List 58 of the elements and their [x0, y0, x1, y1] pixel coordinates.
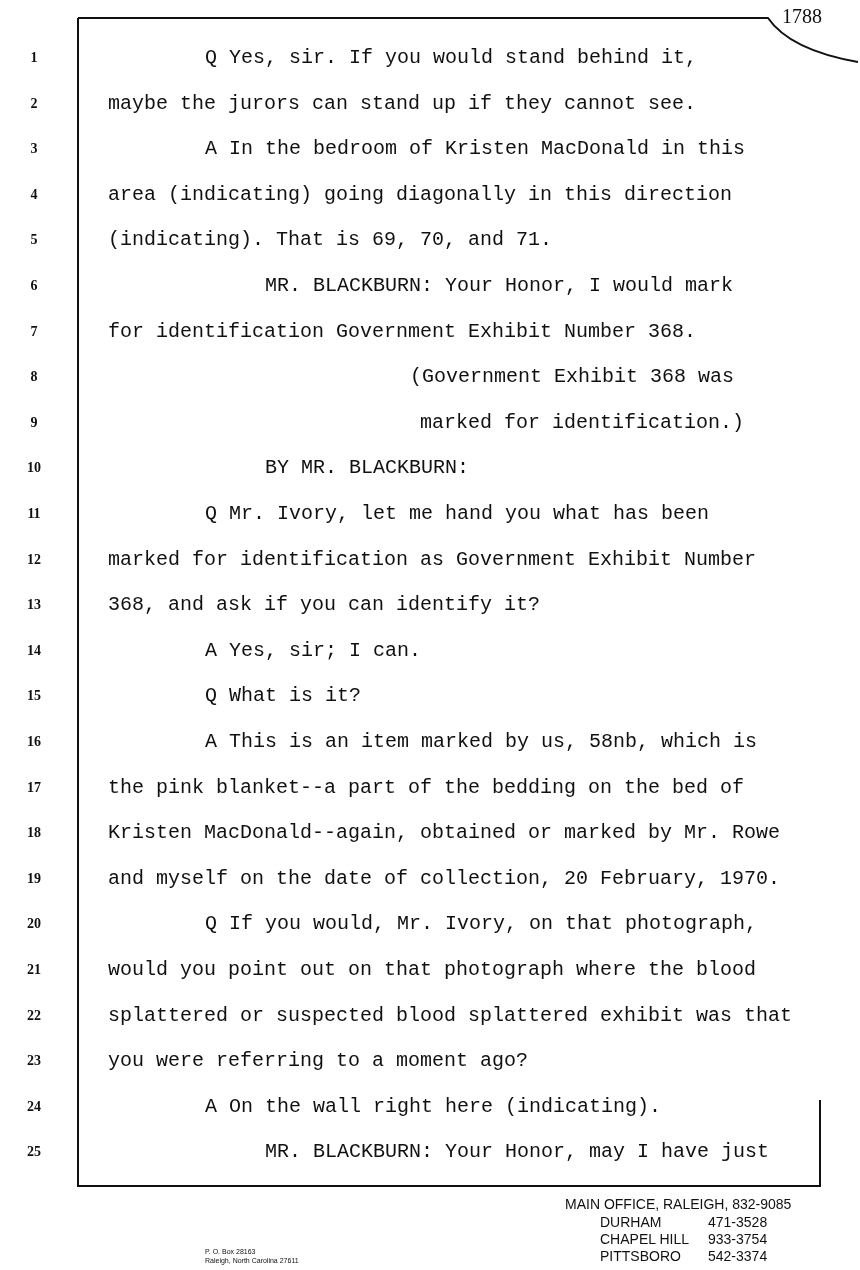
- transcript-line: 368, and ask if you can identify it?: [108, 593, 541, 618]
- transcript-line: MR. BLACKBURN: Your Honor, may I have just: [265, 1140, 770, 1165]
- line-number: 6: [29, 277, 39, 295]
- line-number: 9: [29, 413, 39, 432]
- line-number: 3: [29, 140, 39, 159]
- line-number: 16: [26, 733, 42, 751]
- transcript-line: Q What is it?: [205, 684, 362, 709]
- office-name: CHAPEL HILL: [600, 1231, 689, 1247]
- line-number: 18: [26, 824, 42, 843]
- line-number: 14: [26, 641, 42, 660]
- transcript-line: Q Mr. Ivory, let me hand you what has been: [205, 502, 710, 526]
- transcript-line: you were referring to a moment ago?: [108, 1049, 529, 1074]
- office-name: DURHAM: [600, 1214, 662, 1230]
- line-number: 19: [26, 869, 42, 888]
- transcript-line: Q Yes, sir. If you would stand behind it,: [205, 46, 698, 70]
- line-number: 23: [26, 1052, 42, 1071]
- line-number: 24: [26, 1097, 42, 1116]
- transcript-line: would you point out on that photograph where the blood: [108, 958, 757, 982]
- transcript-line: for identification Government Exhibit Number 368.: [108, 319, 697, 344]
- transcript-line: (indicating). That is 69, 70, and 71.: [108, 228, 553, 253]
- transcript-line: A In the bedroom of Kristen MacDonald in this: [205, 137, 746, 162]
- transcript-line: Kristen MacDonald--again, obtained or marked by Mr. Rowe: [108, 821, 781, 846]
- line-number: 20: [26, 915, 42, 934]
- line-number: 22: [26, 1006, 42, 1025]
- transcript-line: A This is an item marked by us, 58nb, which is: [205, 730, 758, 754]
- office-name: PITTSBORO: [600, 1248, 681, 1264]
- line-number: 5: [29, 231, 39, 250]
- line-number: 12: [26, 550, 42, 569]
- line-number: 4: [29, 185, 39, 204]
- line-number: 21: [26, 961, 42, 979]
- office-phone: MAIN OFFICE, RALEIGH, 832-9085: [565, 1196, 792, 1212]
- line-number: 15: [26, 687, 42, 706]
- transcript-line: Q If you would, Mr. Ivory, on that photograph,: [205, 912, 758, 937]
- page-number: 1788: [782, 4, 822, 28]
- transcript-line: marked for identification.): [420, 410, 745, 435]
- transcript-line: the pink blanket--a part of the bedding on the bed of: [108, 775, 745, 800]
- transcript-line: marked for identification as Government Exhibit Number: [108, 547, 757, 572]
- phone-number: 542-3374: [708, 1248, 768, 1264]
- phone-number: 933-3754: [708, 1231, 768, 1247]
- line-number: 17: [26, 778, 42, 797]
- line-number: 7: [29, 322, 39, 341]
- transcript-line: A Yes, sir; I can.: [205, 638, 422, 663]
- line-number: 11: [26, 505, 42, 523]
- transcript-line: area (indicating) going diagonally in this direction: [108, 182, 733, 207]
- transcript-line: splattered or suspected blood splattered exhibit was that: [108, 1003, 793, 1028]
- line-number: 8: [29, 368, 39, 387]
- transcript-line: and myself on the date of collection, 20 February, 1970.: [108, 866, 781, 891]
- line-number: 2: [29, 94, 39, 113]
- line-number: 10: [26, 459, 42, 478]
- transcript-line: maybe the jurors can stand up if they cannot see.: [108, 91, 697, 116]
- line-number: 13: [26, 596, 42, 615]
- line-number: 25: [26, 1143, 42, 1162]
- transcript-line: MR. BLACKBURN: Your Honor, I would mark: [265, 274, 734, 298]
- phone-number: 471-3528: [708, 1214, 768, 1230]
- transcript-line: (Government Exhibit 368 was: [410, 365, 735, 390]
- transcript-line: BY MR. BLACKBURN:: [265, 456, 470, 481]
- line-number: 1: [29, 49, 39, 67]
- transcript-line: A On the wall right here (indicating).: [205, 1094, 662, 1119]
